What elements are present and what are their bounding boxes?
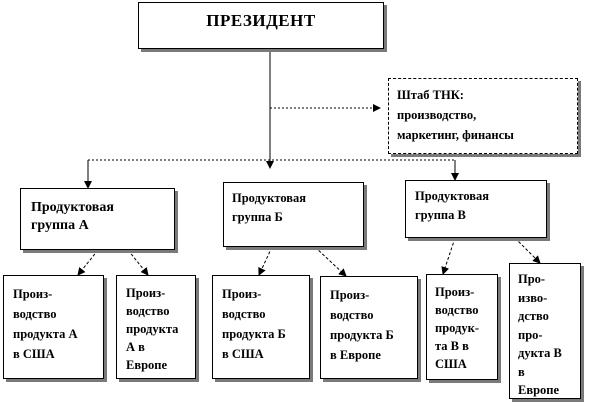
president-label: ПРЕЗИДЕНТ xyxy=(206,11,316,30)
unit-product-b-europe: Произ- водство продукта Б в Европе xyxy=(320,276,418,379)
product-group-b: Продуктовая группа Б xyxy=(223,182,364,247)
president-box: ПРЕЗИДЕНТ xyxy=(138,2,384,49)
arrow-v-europe xyxy=(514,237,541,264)
unit-product-a-usa-label: Произ- водство продукта А в США xyxy=(13,287,78,361)
arrow-b-usa xyxy=(258,246,273,276)
arrow-a-europe xyxy=(127,249,149,276)
unit-product-b-usa-label: Произ- водство продукта Б в США xyxy=(222,287,286,361)
unit-product-b-europe-label: Произ- водство продукта Б в Европе xyxy=(330,288,394,362)
product-group-a: Продуктовая группа А xyxy=(20,188,175,250)
product-group-a-label: Продуктовая группа А xyxy=(31,200,114,233)
staff-label: Штаб ТНК: производство, маркетинг, финан… xyxy=(397,88,514,142)
arrow-b-europe xyxy=(314,246,347,277)
unit-product-v-europe-label: Про- изво- дство про- дукта В в Европе xyxy=(518,272,562,397)
staff-box: Штаб ТНК: производство, маркетинг, финан… xyxy=(388,78,578,154)
unit-product-v-europe: Про- изво- дство про- дукта В в Европе xyxy=(509,263,581,399)
arrow-a-usa xyxy=(77,249,99,276)
unit-product-v-usa: Произ- водство продук- та В в США xyxy=(426,274,498,380)
unit-product-b-usa: Произ- водство продукта Б в США xyxy=(212,275,310,379)
unit-product-v-usa-label: Произ- водство продук- та В в США xyxy=(435,285,479,371)
product-group-v-label: Продуктовая группа В xyxy=(415,189,490,222)
arrow-v-usa xyxy=(441,237,456,275)
unit-product-a-usa: Произ- водство продукта А в США xyxy=(3,275,104,379)
unit-product-a-europe: Произ- водство продукта А в Европе xyxy=(116,275,196,379)
product-group-b-label: Продуктовая группа Б xyxy=(232,191,307,224)
product-group-v: Продуктовая группа В xyxy=(405,180,547,238)
unit-product-a-europe-label: Произ- водство продукта А в Европе xyxy=(126,286,179,372)
